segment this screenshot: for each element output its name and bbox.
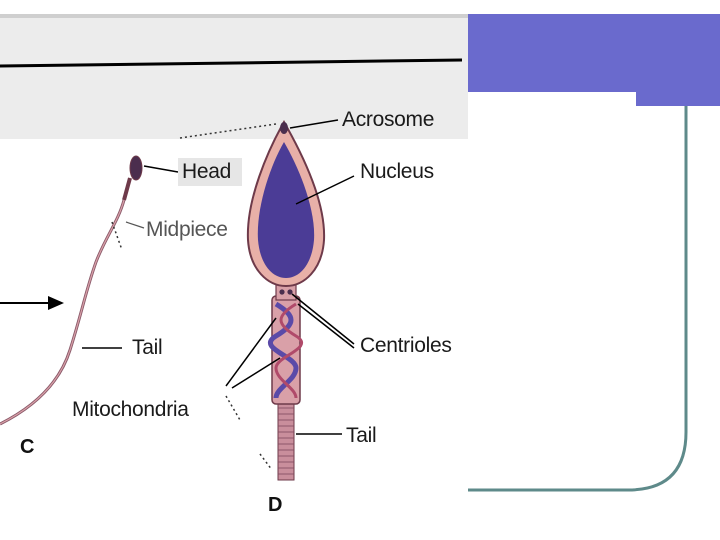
- sperm-c-head: [130, 156, 142, 180]
- dotted-guide-tail: [260, 454, 272, 470]
- label-tail-d: Tail: [346, 424, 376, 448]
- leader-midpiece: [126, 222, 144, 228]
- label-mitochondria: Mitochondria: [72, 398, 189, 422]
- label-acrosome: Acrosome: [342, 108, 434, 132]
- panel-c-sperm: [0, 156, 142, 424]
- label-nucleus: Nucleus: [360, 160, 434, 184]
- accent-notch: [468, 92, 636, 106]
- leader-head: [144, 166, 178, 172]
- sperm-d-acrosome: [280, 122, 288, 134]
- label-midpiece: Midpiece: [146, 218, 228, 242]
- centriole-2: [287, 289, 292, 294]
- leader-centrioles-1: [292, 294, 354, 344]
- centriole-1: [279, 289, 284, 294]
- frame-line: [468, 106, 686, 490]
- panel-letter-d: D: [268, 494, 282, 517]
- arrow-head-icon: [48, 296, 64, 310]
- sperm-c-tail: [0, 200, 124, 424]
- label-tail-c: Tail: [132, 336, 162, 360]
- dotted-guide-mito: [226, 396, 240, 420]
- label-head: Head: [182, 160, 231, 184]
- label-centrioles: Centrioles: [360, 334, 452, 358]
- panel-letter-c: C: [20, 436, 34, 459]
- leader-centrioles-2: [298, 304, 354, 348]
- scan-top-edge: [0, 14, 468, 18]
- sperm-c-midpiece: [124, 178, 130, 200]
- panel-d-sperm: [248, 122, 324, 480]
- sperm-c-tail-inner: [0, 200, 124, 424]
